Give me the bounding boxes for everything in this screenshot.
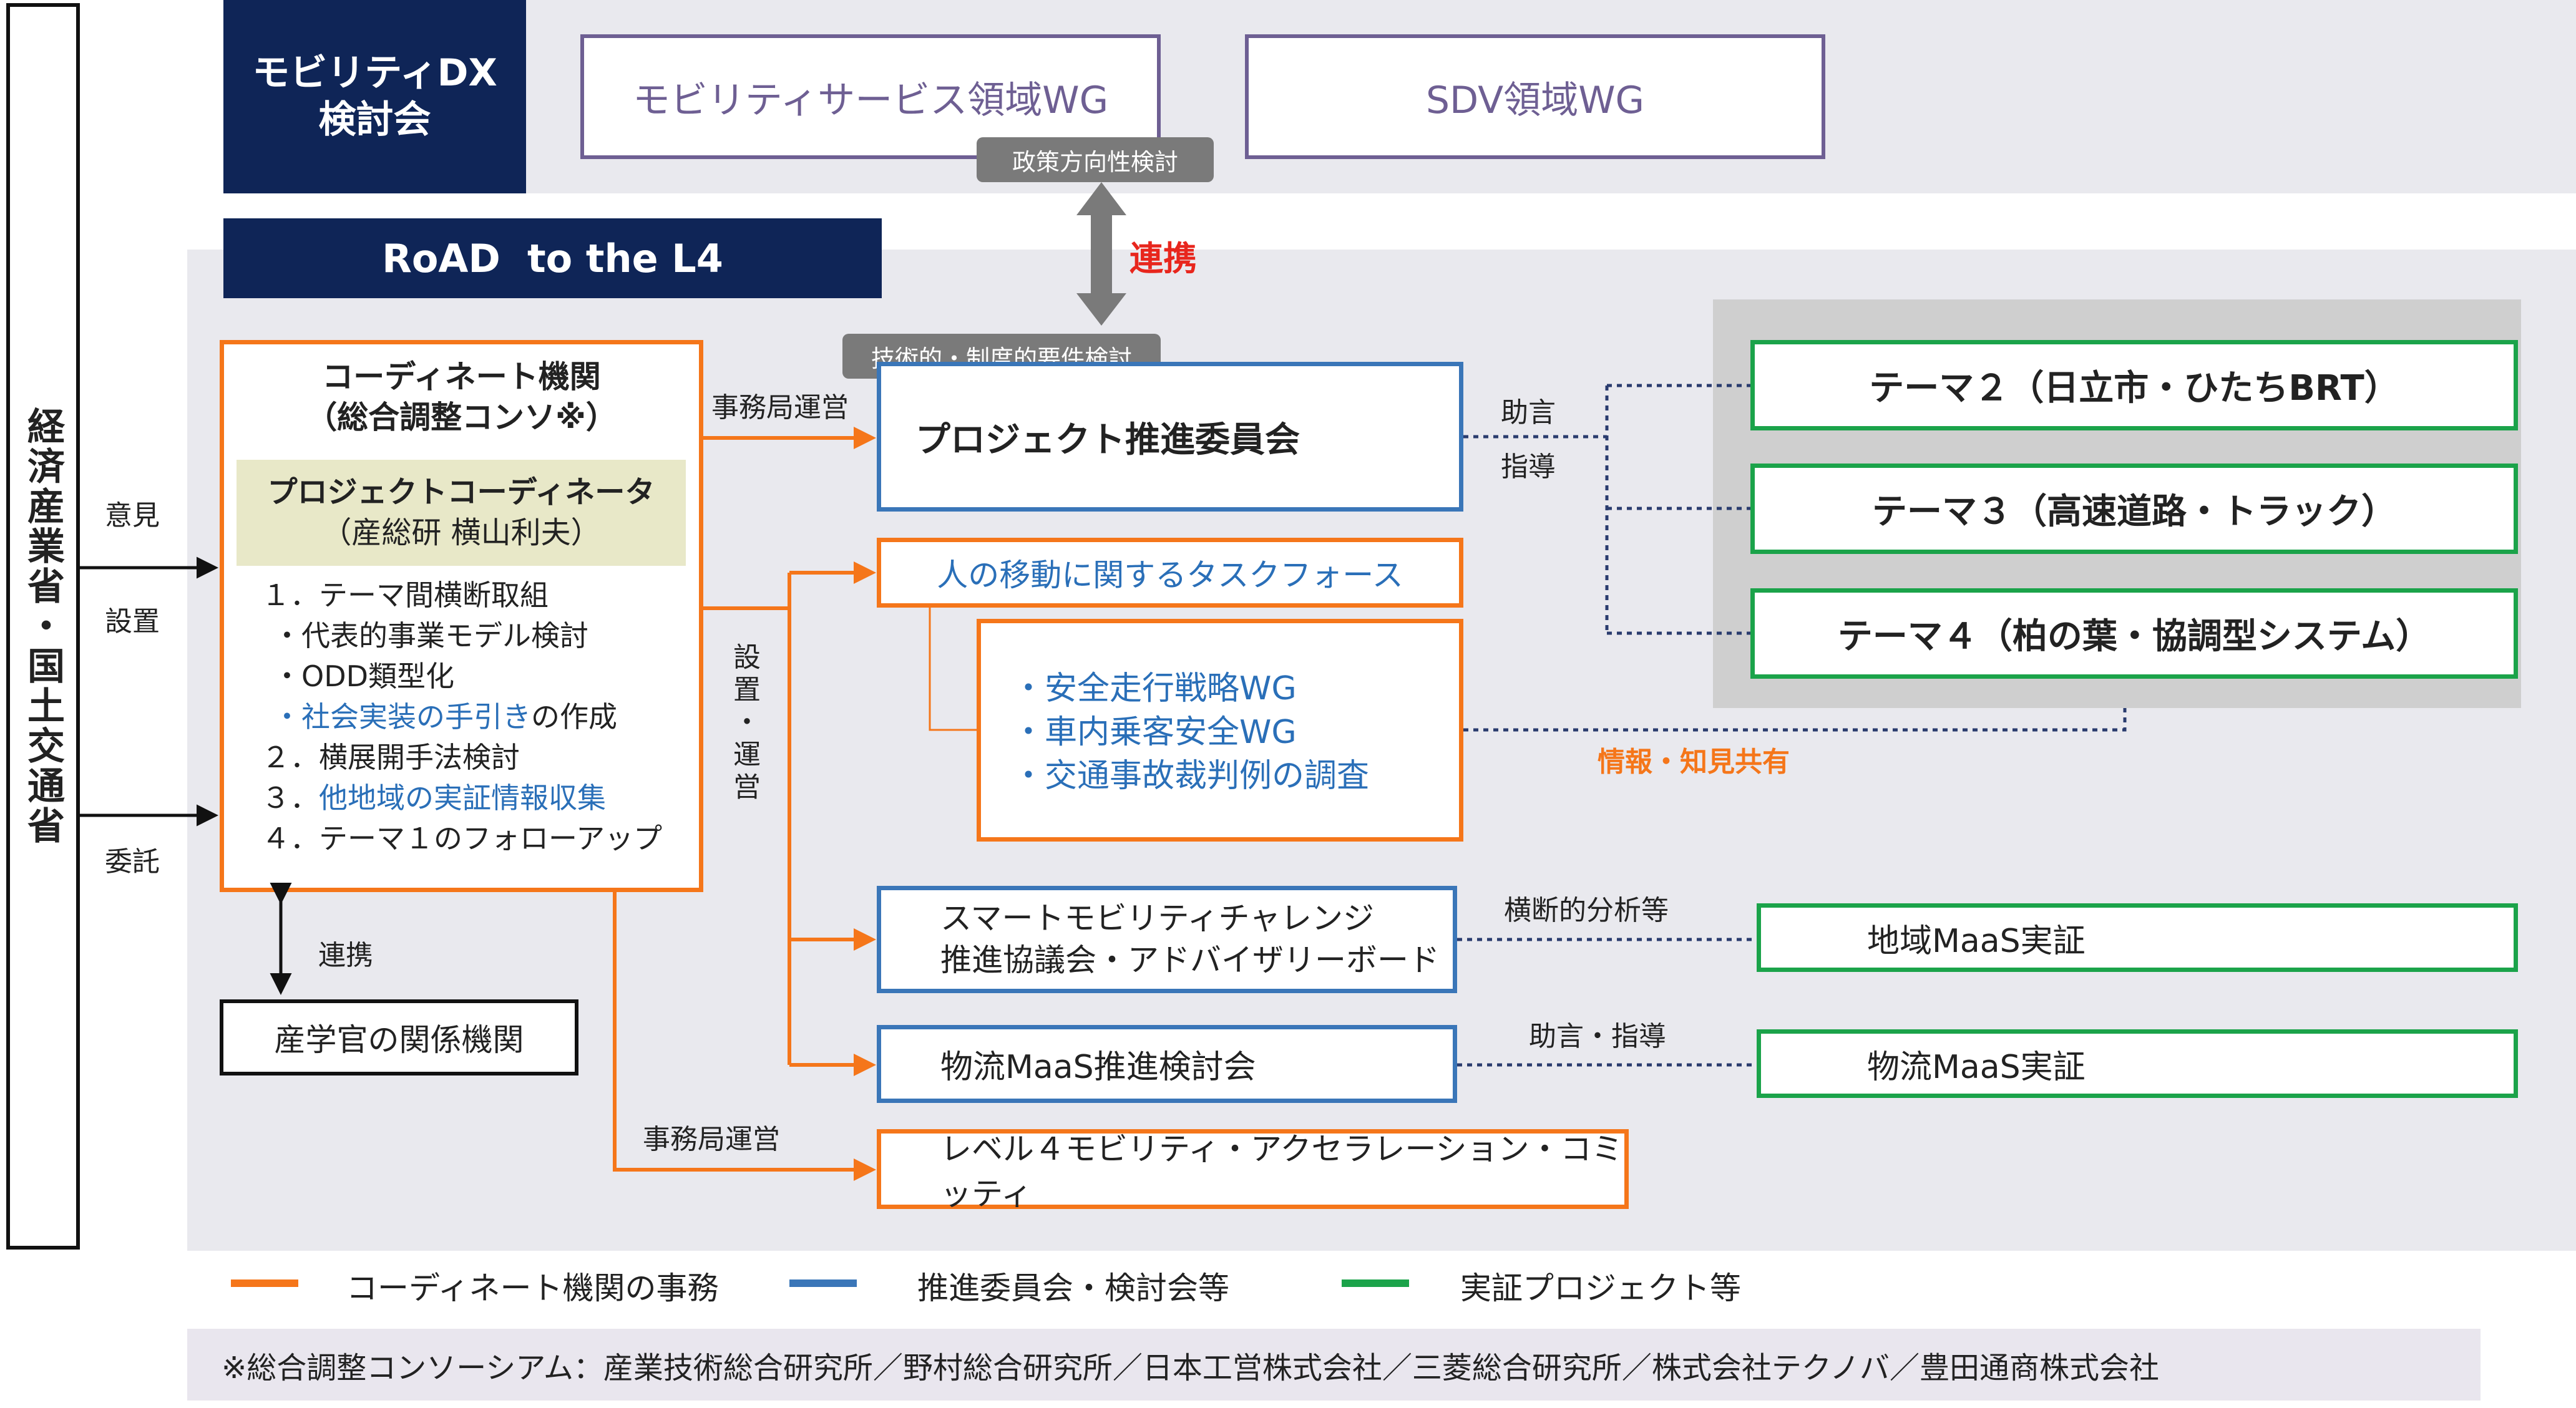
project-committee-box: プロジェクト推進委員会 [877, 362, 1463, 512]
maas-region-box: 地域MaaS実証 [1757, 903, 2518, 972]
wg-list: ・安全走行戦略WG ・車内乗客安全WG ・交通事故裁判例の調査 [1012, 667, 1369, 798]
advice-line2: 指導 [1501, 451, 1556, 483]
task-item-3: ３．他地域の実証情報収集 [261, 781, 606, 815]
task-item-1: １．テーマ間横断取組 [261, 578, 549, 612]
taskforce-label: 人の移動に関するタスクフォース [937, 557, 1403, 593]
maas-logistics-box: 物流MaaS実証 [1757, 1029, 2518, 1098]
legend-blue-label: 推進委員会・検討会等 [917, 1270, 1229, 1306]
task-item-1c: ・社会実装の手引きの作成 [273, 700, 617, 734]
mobility-dx-label: モビリティDX 検討会 [252, 51, 497, 142]
jimukyoku-label-top: 事務局運営 [711, 392, 849, 424]
mobility-dx-title: モビリティDX 検討会 [223, 0, 526, 193]
industry-label: 産学官の関係機関 [274, 1022, 524, 1058]
footnote-text: ※総合調整コンソーシアム：産業技術総合研究所／野村総合研究所／日本工営株式会社／… [222, 1350, 2160, 1386]
wg-item-accident-cases: ・交通事故裁判例の調査 [1012, 757, 1370, 795]
logistics-committee-label: 物流MaaS推進検討会 [940, 1049, 1256, 1086]
ministry-label: 経済産業省・国土交通省 [21, 407, 65, 846]
jimukyoku-arrow-bottom [613, 892, 876, 1181]
theme-3-box: テーマ３（高速道路・トラック） [1750, 464, 2518, 554]
legend-orange-swatch [231, 1279, 298, 1287]
level4-committee-box: レベル４モビリティ・アクセラレーション・コミッティ [877, 1129, 1629, 1212]
legend-green-swatch [1342, 1279, 1409, 1287]
coordinate-task-list: １．テーマ間横断取組 ・代表的事業モデル検討 ・ODD類型化 ・社会実装の手引き… [261, 575, 662, 859]
task-item-2: ２．横展開手法検討 [261, 740, 520, 774]
project-coordinator-title: プロジェクトコーディネータ [267, 475, 655, 510]
theme-2-label: テーマ２（日立市・ひたちBRT） [1869, 368, 2399, 409]
industry-box: 産学官の関係機関 [220, 999, 578, 1075]
task-item-1b: ・ODD類型化 [273, 659, 455, 693]
project-coordinator-box: プロジェクトコーディネータ （産総研 横山利夫） [237, 460, 686, 566]
cross-analysis-label: 横断的分析等 [1504, 895, 1669, 926]
setchi-unei-label: 設置・運営 [728, 643, 760, 805]
task-item-4: ４．テーマ１のフォローアップ [261, 822, 663, 855]
coordinate-title: コーディネート機関 （総合調整コンソ※） [224, 357, 699, 438]
opinion-label: 意見 [105, 500, 160, 532]
coordinate-box: コーディネート機関 （総合調整コンソ※） プロジェクトコーディネータ （産総研 … [220, 340, 703, 892]
legend-orange-label: コーディネート機関の事務 [346, 1270, 719, 1306]
smart-mobility-line1: スマートモビリティチャレンジ [940, 900, 1374, 936]
road-title: RoAD to the L4 [223, 218, 882, 298]
task-item-1a: ・代表的事業モデル検討 [273, 619, 588, 653]
theme-2-box: テーマ２（日立市・ひたちBRT） [1750, 340, 2518, 430]
legend-blue-swatch [789, 1279, 857, 1287]
coordinate-title-line2: （総合調整コンソ※） [306, 399, 617, 435]
theme-3-label: テーマ３（高速道路・トラック） [1872, 492, 2396, 532]
jimukyoku-label-bottom: 事務局運営 [643, 1124, 780, 1155]
renkei-down-label: 連携 [318, 939, 373, 971]
coordinate-title-line1: コーディネート機関 [322, 359, 601, 395]
renkei-label: 連携 [1129, 239, 1197, 278]
smart-mobility-line2: 推進協議会・アドバイザリーボード [940, 942, 1440, 978]
wg-item-passenger-safety: ・車内乗客安全WG [1012, 714, 1297, 751]
taskforce-box: 人の移動に関するタスクフォース [877, 538, 1463, 608]
advice-line1: 助言 [1501, 397, 1556, 429]
dx-wg-sdv: SDV領域WG [1245, 34, 1825, 159]
wg-box: ・安全走行戦略WG ・車内乗客安全WG ・交通事故裁判例の調査 [977, 619, 1463, 842]
footnote-box: ※総合調整コンソーシアム：産業技術総合研究所／野村総合研究所／日本工営株式会社／… [187, 1329, 2481, 1401]
dx-wg-mobility-service-label: モビリティサービス領域WG [632, 78, 1109, 122]
ministry-bar: 経済産業省・国土交通省 [6, 3, 80, 1250]
project-coordinator-name: （産総研 横山利夫） [321, 515, 601, 550]
maas-logistics-label: 物流MaaS実証 [1867, 1048, 2086, 1086]
advice2-label: 助言・指導 [1529, 1021, 1666, 1052]
legend-green-label: 実証プロジェクト等 [1460, 1270, 1741, 1306]
maas-region-label: 地域MaaS実証 [1867, 922, 2086, 960]
smart-mobility-box: スマートモビリティチャレンジ 推進協議会・アドバイザリーボード [877, 886, 1457, 993]
renkei-double-arrow [1076, 182, 1126, 326]
level4-committee-label: レベル４モビリティ・アクセラレーション・コミッティ [940, 1131, 1623, 1212]
road-title-label: RoAD to the L4 [382, 235, 723, 281]
wg-item-safe-driving: ・安全走行戦略WG [1012, 670, 1297, 707]
logistics-committee-box: 物流MaaS推進検討会 [877, 1025, 1457, 1103]
project-committee-label: プロジェクト推進委員会 [915, 419, 1300, 460]
commission-label: 委託 [105, 846, 160, 878]
share-label: 情報・知見共有 [1598, 746, 1790, 778]
theme-4-label: テーマ４（柏の葉・協調型システム） [1837, 616, 2431, 657]
policy-tag-label: 政策方向性検討 [1012, 148, 1178, 176]
theme-4-box: テーマ４（柏の葉・協調型システム） [1750, 588, 2518, 679]
setup-label: 設置 [105, 606, 160, 638]
policy-tag: 政策方向性検討 [977, 137, 1214, 182]
dx-wg-sdv-label: SDV領域WG [1425, 78, 1645, 122]
